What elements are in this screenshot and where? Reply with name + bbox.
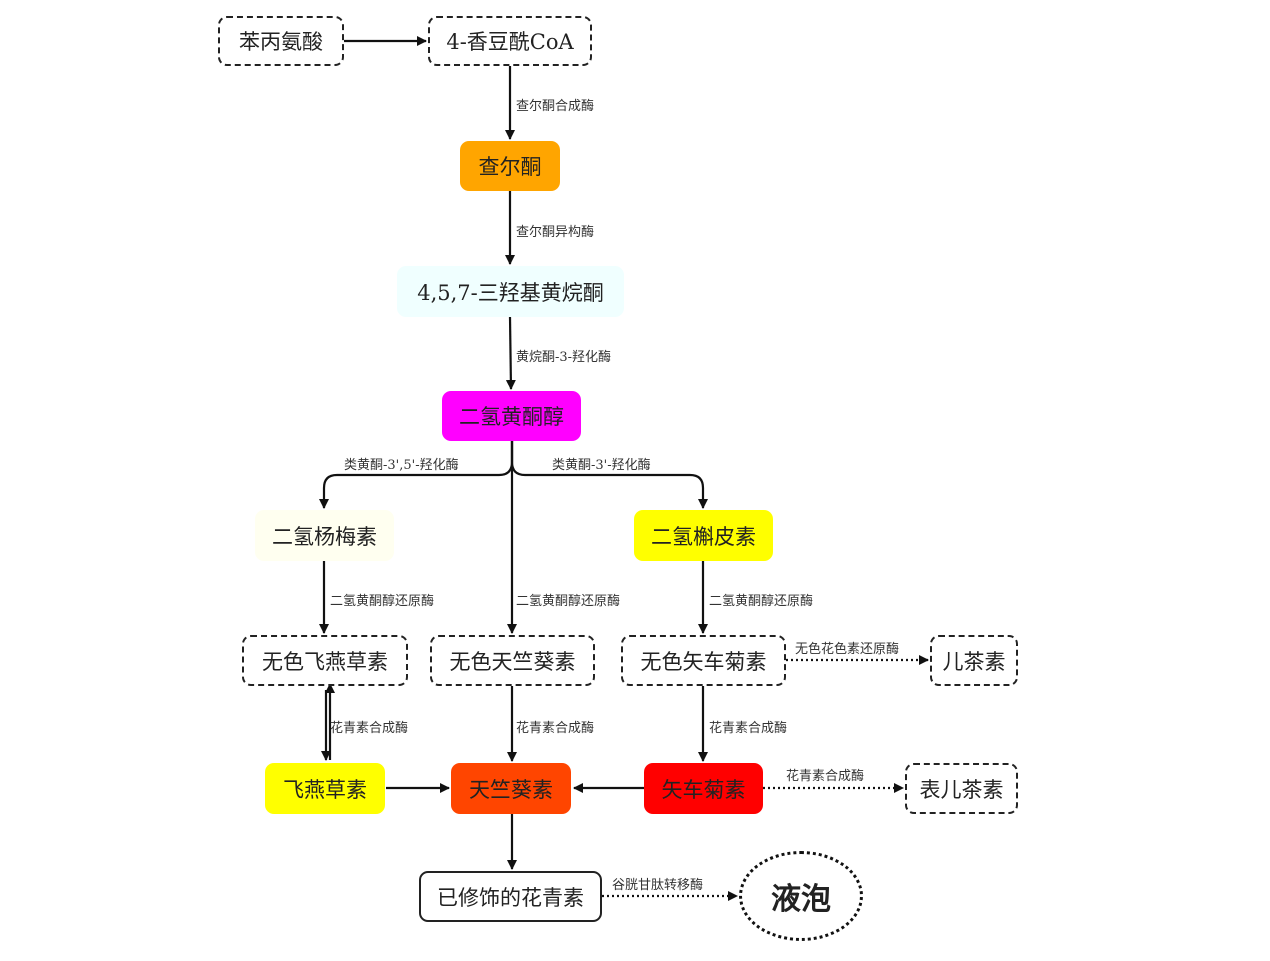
node-vacuole: 液泡	[739, 851, 863, 941]
node-chalcone: 查尔酮	[460, 141, 560, 191]
node-leucodelphinidin: 无色飞燕草素	[242, 635, 408, 686]
label-gst: 谷胱甘肽转移酶	[612, 878, 704, 893]
node-dihydroquercetin: 二氢槲皮素	[634, 510, 773, 561]
edge-dhk-to-dhm	[319, 441, 514, 509]
label-dfr-mid: 二氢黄酮醇还原酶	[516, 594, 621, 609]
node-delphinidin: 飞燕草素	[265, 763, 385, 814]
label-chs: 查尔酮合成酶	[516, 99, 595, 114]
label-ans-mid: 花青素合成酶	[516, 721, 595, 736]
node-modified-anthocyanin: 已修饰的花青素	[419, 871, 602, 922]
node-leucocyanidin: 无色矢车菊素	[621, 635, 786, 686]
node-coumaroyl-coa: 4-香豆酰CoA	[428, 16, 592, 66]
label-lar: 无色花色素还原酶	[795, 642, 900, 657]
node-dihydrokaempferol: 二氢黄酮醇	[442, 391, 581, 441]
label-dfr-left: 二氢黄酮醇还原酶	[330, 594, 435, 609]
edge-naringenin-to-dhk	[505, 316, 516, 390]
node-catechin: 儿茶素	[930, 635, 1018, 686]
node-epicatechin: 表儿茶素	[905, 763, 1018, 814]
node-pelargonidin: 天竺葵素	[451, 763, 571, 814]
node-dihydromyricetin: 二氢杨梅素	[255, 510, 394, 561]
edge-dhk-to-dhq	[510, 441, 708, 509]
label-ans-left: 花青素合成酶	[330, 721, 409, 736]
label-ans-epi: 花青素合成酶	[786, 769, 865, 784]
node-phenylalanine: 苯丙氨酸	[218, 16, 344, 66]
label-dfr-right: 二氢黄酮醇还原酶	[709, 594, 814, 609]
label-chi: 查尔酮异构酶	[516, 225, 595, 240]
node-naringenin: 4,5,7-三羟基黄烷酮	[397, 266, 624, 317]
node-leucopelargonidin: 无色天竺葵素	[430, 635, 595, 686]
label-f3-5-h: 类黄酮-3',5'-羟化酶	[344, 458, 459, 473]
node-cyanidin: 矢车菊素	[644, 763, 763, 814]
label-f3-h: 类黄酮-3'-羟化酶	[552, 458, 651, 473]
label-ans-right: 花青素合成酶	[709, 721, 788, 736]
label-f3h: 黄烷酮-3-羟化酶	[516, 350, 612, 365]
